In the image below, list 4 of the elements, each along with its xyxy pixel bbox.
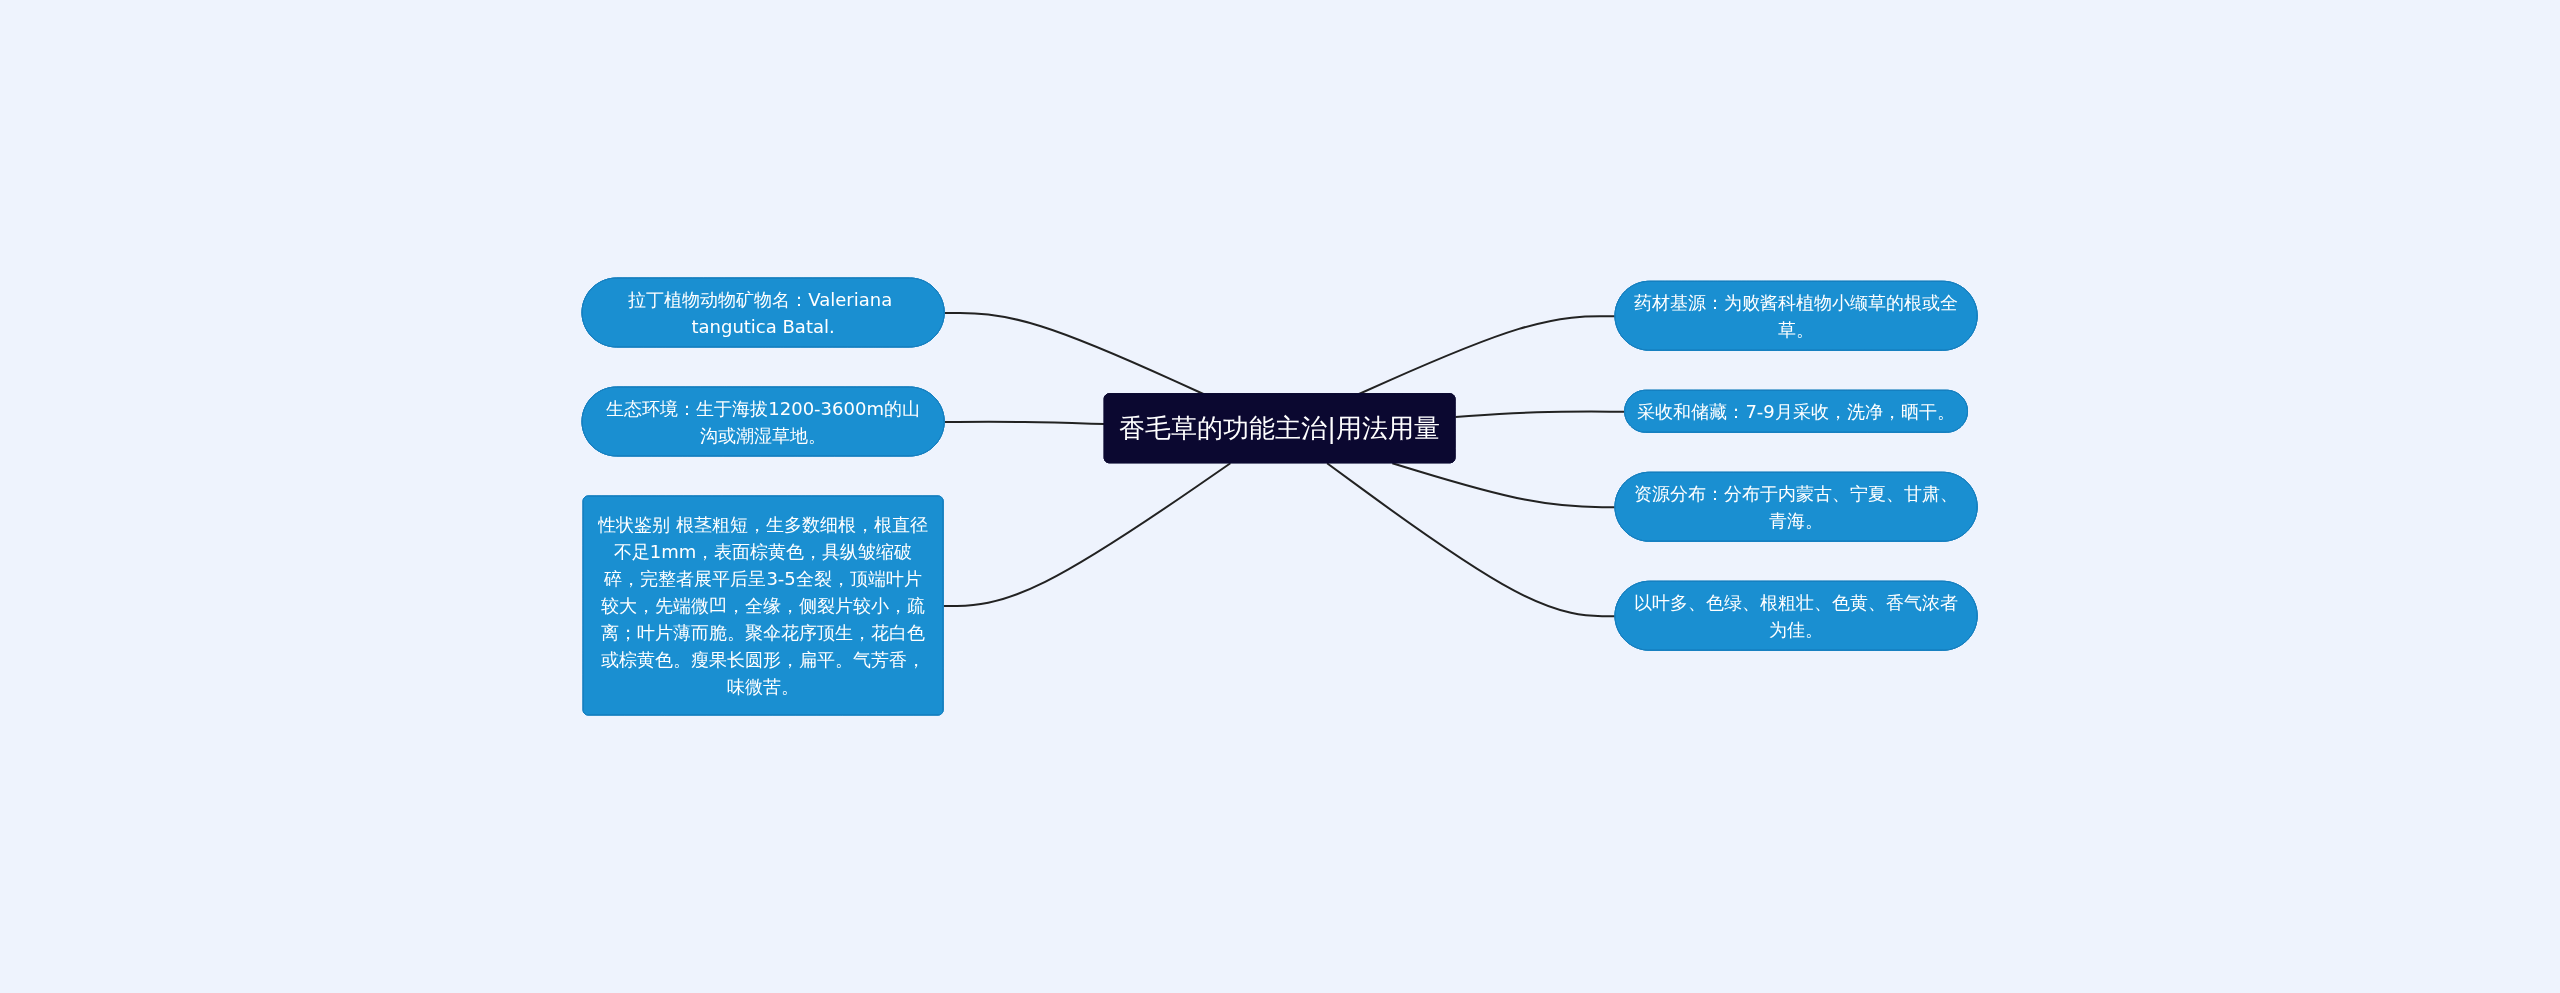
connector [943, 462, 1232, 607]
connector [1454, 410, 1627, 419]
connector [1391, 462, 1617, 509]
connector [1326, 462, 1617, 618]
